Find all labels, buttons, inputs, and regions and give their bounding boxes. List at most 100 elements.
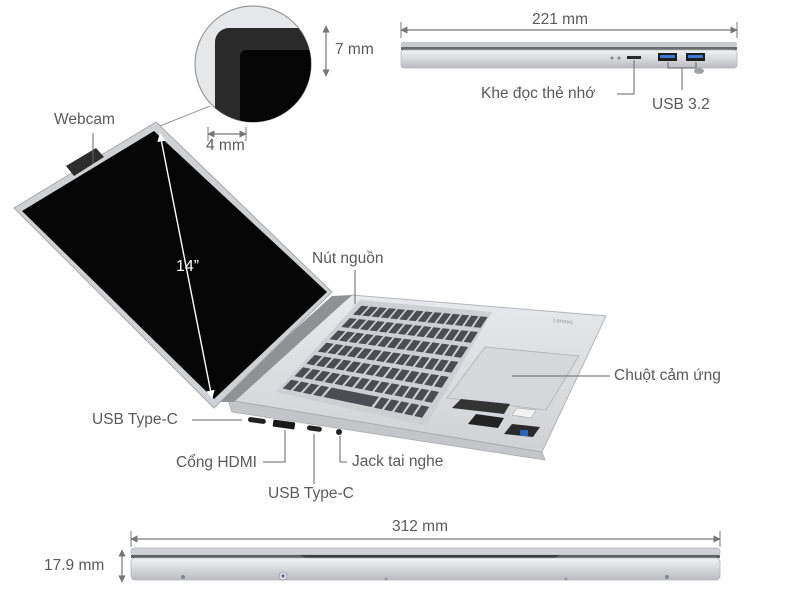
- keyboard-key: [414, 405, 430, 418]
- keyboard-key: [424, 390, 439, 403]
- keyboard-key: [443, 360, 459, 373]
- label-screen-size: 14”: [176, 258, 200, 275]
- keyboard-key: [292, 381, 309, 393]
- keyboard-key: [282, 379, 299, 391]
- keyboard-key: [371, 307, 387, 318]
- keyboard-key: [337, 345, 353, 356]
- keyboard-key: [424, 374, 439, 386]
- keyboard-key: [366, 349, 382, 361]
- keyboard-key: [416, 326, 432, 337]
- keyboard-key: [397, 324, 413, 335]
- label-card-reader: Khe đọc thẻ nhớ: [481, 85, 596, 102]
- keyboard-key: [445, 313, 461, 325]
- label-power-button: Nút nguồn: [312, 250, 384, 267]
- port-usbc-right: [306, 425, 322, 432]
- label-usb-c-bottom: USB Type-C: [268, 485, 354, 502]
- keyboard-key: [435, 328, 450, 340]
- port-hdmi: [272, 419, 296, 430]
- keyboard-key: [373, 397, 390, 410]
- keyboard-key: [394, 369, 410, 381]
- label-usb32: USB 3.2: [652, 96, 710, 113]
- keyboard-key: [303, 383, 319, 395]
- port-usbc-left: [247, 417, 266, 424]
- keyboard-key: [325, 358, 342, 369]
- keyboard-key: [396, 338, 412, 350]
- keyboard-key: [425, 327, 441, 339]
- keyboard-key: [324, 372, 341, 384]
- keyboard-key: [394, 385, 410, 397]
- label-bezel-width: 4 mm: [206, 137, 245, 154]
- keyboard-key: [434, 375, 449, 388]
- keyboard-key: [386, 337, 402, 349]
- keyboard-key: [335, 359, 352, 371]
- keyboard-key: [341, 318, 357, 328]
- svg-text:Lenovo: Lenovo: [553, 318, 574, 326]
- keyboard-key: [408, 310, 424, 322]
- label-headphone: Jack tai nghe: [352, 453, 444, 470]
- card-reader-slot: [627, 56, 641, 59]
- keyboard-key: [316, 356, 332, 367]
- keyboard-key: [369, 321, 385, 332]
- keyboard-key: [385, 352, 401, 364]
- keyboard-key: [334, 374, 351, 386]
- keyboard-key: [464, 315, 479, 327]
- space-bar-key: [323, 387, 379, 407]
- bezel-zoom-circle: [159, 5, 312, 127]
- keyboard-key: [390, 309, 406, 320]
- label-webcam: Webcam: [54, 111, 115, 128]
- keyboard-key: [453, 346, 469, 358]
- keyboard-key: [365, 364, 381, 376]
- keyboard-key: [362, 306, 378, 317]
- webcam: [66, 148, 104, 176]
- keyboard-key: [463, 331, 478, 343]
- keyboard-key: [304, 369, 321, 380]
- keyboard-key: [356, 348, 373, 359]
- keyboard-key: [404, 370, 420, 383]
- keyboard-key: [384, 383, 400, 395]
- keyboard-key: [395, 353, 411, 366]
- label-hdmi: Cổng HDMI: [176, 454, 257, 471]
- keyboard-key: [360, 320, 376, 331]
- keyboard-key: [406, 340, 421, 351]
- keyboard-key: [414, 356, 430, 369]
- keyboard-key: [405, 355, 421, 367]
- keyboard-key: [378, 322, 395, 333]
- keyboard-key: [377, 336, 393, 347]
- keyboard-key: [427, 312, 442, 323]
- keyboard-key: [345, 361, 362, 373]
- keyboard-key: [415, 341, 431, 353]
- keyboard: [282, 305, 488, 418]
- touchpad: [446, 346, 580, 411]
- keyboard-key: [364, 379, 380, 392]
- keyboard-key: [374, 381, 390, 394]
- label-touchpad: Chuột cảm ứng: [614, 367, 721, 384]
- keyboard-key: [367, 335, 384, 346]
- keyboard-key: [306, 355, 323, 366]
- keyboard-key: [339, 331, 355, 342]
- keyboard-key: [434, 343, 450, 356]
- laptop-main: Lenovo: [13, 121, 607, 461]
- keyboard-key: [317, 342, 334, 353]
- screen-diagonal-arrow: [157, 133, 215, 399]
- keyboard-key: [355, 363, 371, 374]
- label-width: 312 mm: [392, 518, 448, 535]
- keyboard-key: [353, 305, 369, 316]
- label-depth: 221 mm: [532, 11, 588, 28]
- keyboard-key: [313, 385, 329, 397]
- keyboard-key: [327, 344, 344, 355]
- keyboard-key: [344, 376, 360, 388]
- keyboard-key: [348, 332, 365, 343]
- keyboard-key: [414, 388, 430, 401]
- keyboard-key: [436, 313, 451, 324]
- keyboard-key: [314, 370, 331, 382]
- keyboard-key: [424, 358, 440, 370]
- keyboard-key: [384, 399, 400, 412]
- keyboard-key: [394, 401, 410, 414]
- keyboard-key: [404, 387, 420, 399]
- port-headphone: [336, 429, 342, 435]
- label-usb-c-left: USB Type-C: [92, 411, 178, 428]
- keyboard-key: [473, 316, 488, 328]
- keyboard-key: [358, 334, 374, 345]
- keyboard-key: [404, 403, 420, 416]
